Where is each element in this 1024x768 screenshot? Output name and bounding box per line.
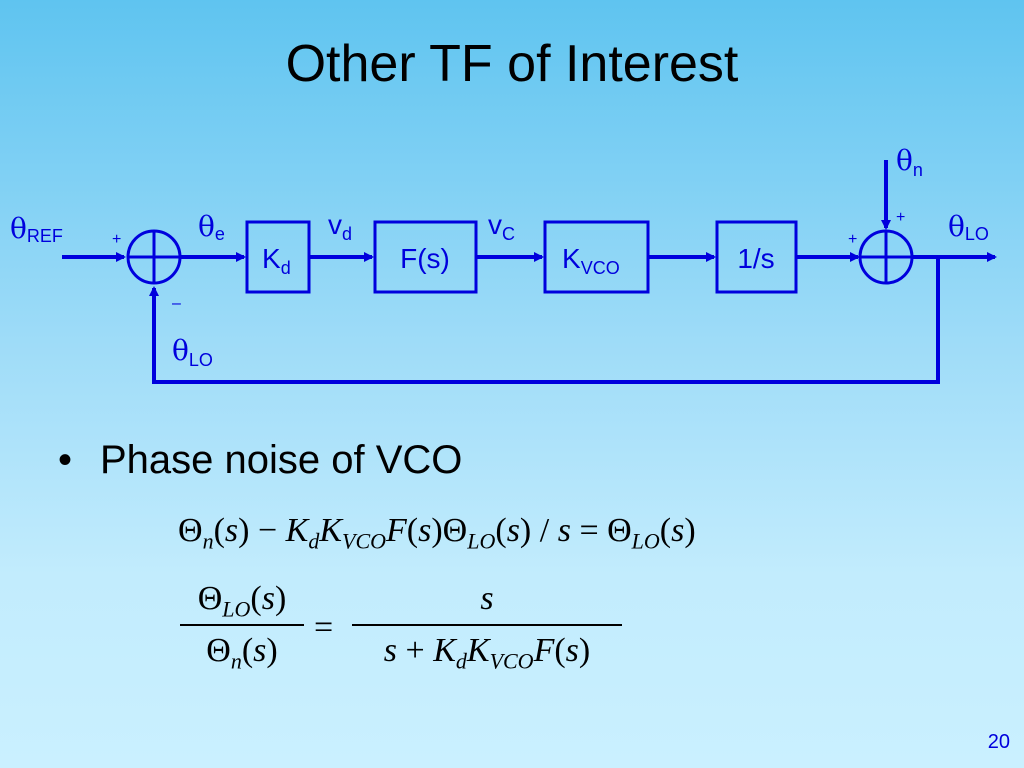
vc-signal-label: vC	[488, 209, 515, 244]
bullet-item: • Phase noise of VCO	[58, 440, 462, 480]
noise-signal-label: θn	[896, 144, 923, 180]
kvco-block	[543, 220, 650, 294]
kvco-label: KVCO	[562, 243, 620, 278]
input-signal-label: θREF	[10, 212, 63, 246]
integrator-label: 1/s	[737, 243, 774, 274]
right-plus-sign: +	[848, 231, 857, 248]
rhs-fraction: s s + KdKVCOF(s)	[352, 580, 622, 672]
error-signal-label: θe	[198, 210, 225, 244]
equation-line1: Θn(s) − KdKVCOF(s)ΘLO(s) / s = ΘLO(s)	[178, 512, 696, 554]
kd-label: Kd	[262, 243, 291, 278]
slide-title: Other TF of Interest	[285, 35, 739, 93]
equals-sign: =	[314, 609, 334, 646]
left-minus-sign: –	[172, 295, 181, 312]
filter-label: F(s)	[400, 243, 450, 274]
output-signal-label: θLO	[948, 210, 989, 244]
feedback-wire	[149, 257, 940, 384]
bullet-text: Phase noise of VCO	[100, 438, 463, 482]
vd-signal-label: vd	[328, 209, 352, 244]
lhs-fraction: ΘLO(s) Θn(s)	[180, 580, 304, 672]
feedback-signal-label: θLO	[172, 334, 213, 370]
bullet-dot: •	[58, 438, 73, 482]
summing-junction-left	[126, 229, 182, 285]
left-plus-sign: +	[112, 231, 121, 248]
summing-junction-right	[858, 229, 914, 285]
top-plus-sign: +	[896, 209, 905, 226]
page-number: 20	[987, 731, 1010, 753]
